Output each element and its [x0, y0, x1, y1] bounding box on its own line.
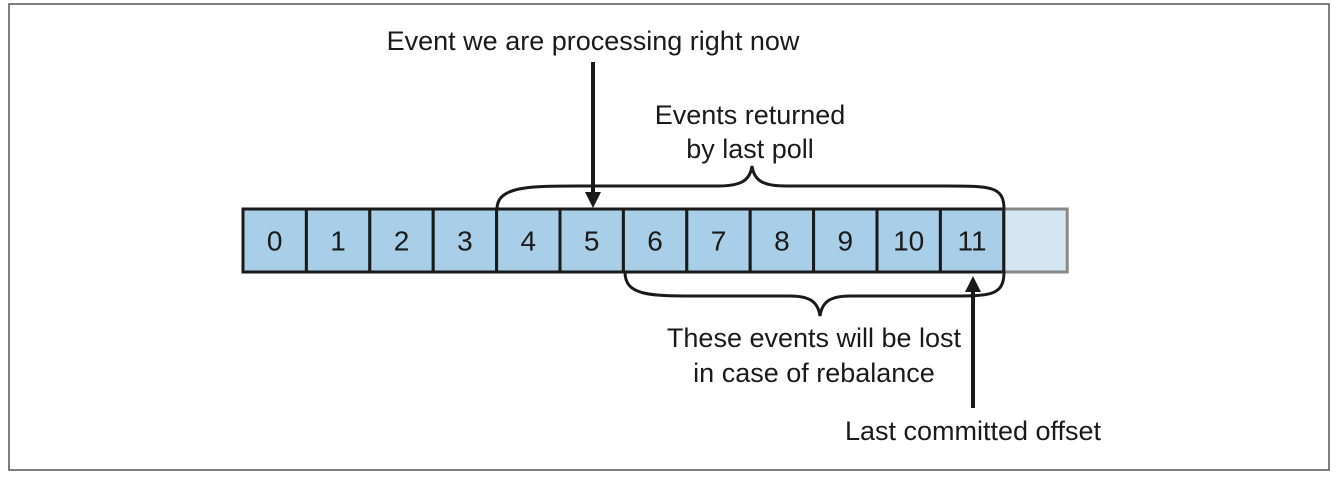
event-cell-box	[558, 207, 625, 274]
event-cell-box	[241, 207, 308, 274]
figure-border	[8, 3, 1330, 471]
event-offset-label: 9	[838, 226, 854, 257]
event-cell: 4	[495, 207, 562, 274]
brace-returned	[495, 165, 1006, 210]
event-cell: 5	[558, 207, 625, 274]
label-committed: Last committed offset	[845, 416, 1102, 446]
event-cell: 8	[748, 207, 816, 274]
event-cell: 11	[938, 207, 1006, 274]
event-cell-box	[812, 207, 879, 274]
event-cell: 6	[621, 207, 689, 274]
event-offset-label: 11	[958, 226, 987, 257]
event-cell-box	[495, 207, 562, 274]
event-cell-box	[875, 207, 942, 274]
label-returned-line1: Events returned	[655, 100, 846, 130]
label-processing: Event we are processing right now	[387, 26, 800, 56]
brace-lost	[623, 271, 1006, 317]
event-cell-box	[621, 207, 689, 274]
event-cell: 7	[685, 207, 752, 274]
event-cell: 2	[368, 207, 435, 274]
event-offset-label: 4	[521, 226, 537, 257]
arrowhead-processing	[585, 192, 601, 208]
label-lost-line1: These events will be lost	[667, 323, 962, 353]
event-offset-label: 1	[330, 226, 346, 257]
event-offset-label: 10	[893, 226, 924, 257]
event-offset-label: 3	[457, 226, 473, 257]
event-cell-box	[938, 207, 1006, 274]
event-cell: 1	[304, 207, 372, 274]
empty-slot	[1002, 207, 1069, 274]
event-offset-label: 8	[774, 226, 790, 257]
event-log: 0 1 2 3 4 5 6 7 8 9 10 11	[241, 207, 1069, 274]
event-cell-box	[1002, 207, 1069, 274]
event-offset-label: 2	[394, 226, 410, 257]
event-cell: 0	[241, 207, 308, 274]
event-cell: 3	[431, 207, 499, 274]
event-cell-box	[748, 207, 816, 274]
arrowhead-committed	[965, 276, 981, 292]
event-cell: 10	[875, 207, 942, 274]
event-offset-label: 6	[647, 226, 663, 257]
event-cell-box	[304, 207, 372, 274]
label-returned-line2: by last poll	[686, 134, 814, 164]
event-cell-box	[685, 207, 752, 274]
label-lost-line2: in case of rebalance	[693, 358, 935, 388]
event-cell-box	[431, 207, 499, 274]
event-offset-label: 0	[267, 226, 283, 257]
event-offset-label: 7	[711, 226, 727, 257]
event-offset-label: 5	[584, 226, 600, 257]
event-cell: 9	[812, 207, 879, 274]
